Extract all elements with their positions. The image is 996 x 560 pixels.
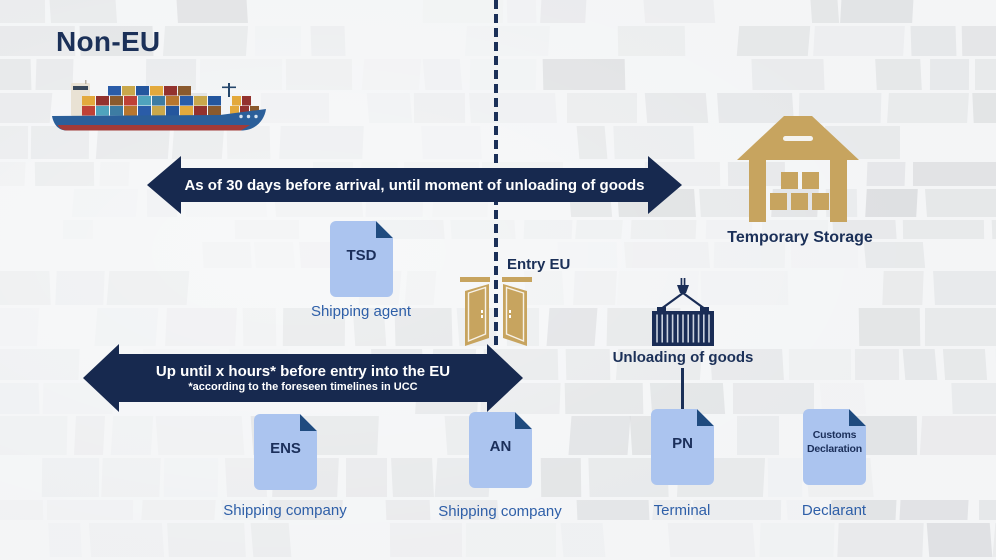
document-an: AN <box>469 412 532 488</box>
actor-label-terminal: Terminal <box>653 502 711 519</box>
unloading-to-pn-connector <box>681 368 684 410</box>
unloading-of-goods-label: Unloading of goods <box>612 349 754 366</box>
actor-label-declarant: Declarant <box>801 502 867 519</box>
timeline-arrow-sublabel: *according to the foreseen timelines in … <box>188 381 418 393</box>
open-doors-icon <box>460 277 532 346</box>
actor-label-shipping-company: Shipping company <box>223 502 347 519</box>
document-code: AN <box>489 437 512 455</box>
warehouse-icon <box>737 116 859 222</box>
document-code: Customs Declaration <box>807 429 862 455</box>
timeline-arrow-pre-entry: Up until x hours* before entry into the … <box>83 344 523 412</box>
document-tsd: TSD <box>330 221 393 297</box>
crane-hook-container-icon <box>652 278 714 346</box>
page-title: Non-EU <box>56 26 161 57</box>
document-code: ENS <box>270 439 301 457</box>
actor-label-shipping-agent: Shipping agent <box>310 303 412 320</box>
document-code: TSD <box>346 246 377 264</box>
actor-label-shipping-company: Shipping company <box>438 503 562 520</box>
document-code: PN <box>672 434 693 452</box>
document-pn: PN <box>651 409 714 485</box>
entry-eu-label: Entry EU <box>507 256 571 273</box>
document-customs-declaration: Customs Declaration <box>803 409 866 485</box>
timeline-arrow-label: As of 30 days before arrival, until mome… <box>184 176 645 194</box>
cargo-ship-icon <box>52 80 266 131</box>
document-ens: ENS <box>254 414 317 490</box>
temporary-storage-label: Temporary Storage <box>727 229 873 246</box>
timeline-arrow-label: Up until x hours* before entry into the … <box>155 363 451 380</box>
